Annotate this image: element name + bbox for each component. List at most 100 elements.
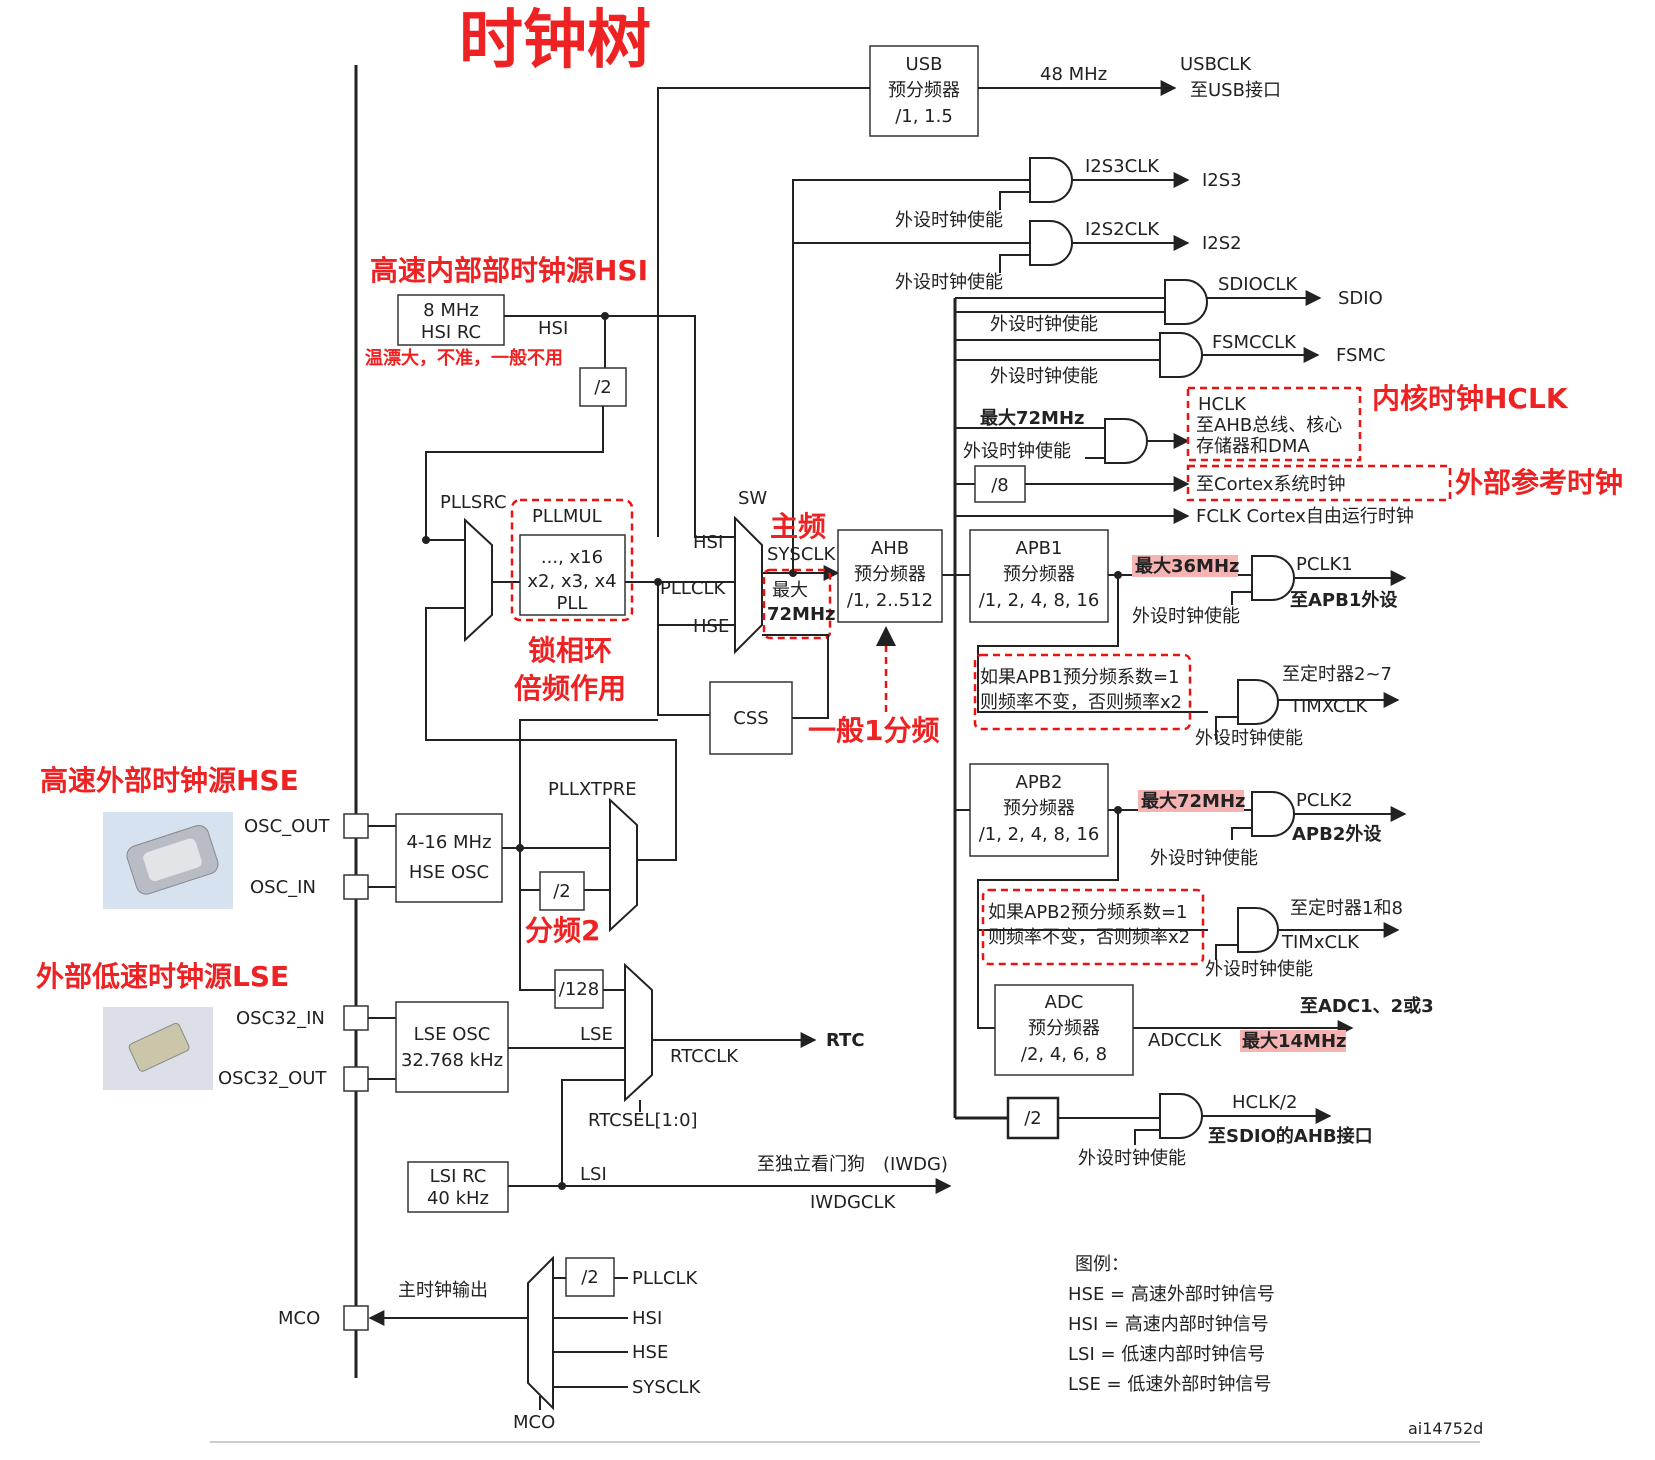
hclk-title: HCLK: [1198, 394, 1247, 415]
osc32-in-label: OSC32_IN: [236, 1008, 325, 1029]
hclk-line2: 存储器和DMA: [1196, 436, 1310, 457]
svg-text:预分频器: 预分频器: [1003, 564, 1075, 585]
css-sysclk-wire: [762, 634, 829, 719]
apb2-cond2: 则频率不变，否则频率x2: [988, 927, 1190, 948]
apb2-tim-enable-label: 外设时钟使能: [1205, 959, 1313, 980]
sysclk-dash-box: [762, 568, 832, 640]
mco-in4-label: SYSCLK: [632, 1377, 701, 1398]
mco-label: 主时钟输出: [398, 1280, 488, 1301]
lse-wire-label: LSE: [580, 1024, 613, 1045]
osc-in-pin: [343, 874, 369, 900]
svg-text:LSI RC: LSI RC: [430, 1166, 487, 1187]
ahb-note: 一般1分频: [808, 714, 939, 747]
svg-text:ADC: ADC: [1045, 992, 1084, 1013]
hsi-note: 高速内部部时钟源HSI: [370, 254, 648, 287]
hsi-div2-out: [425, 406, 604, 541]
hse-osc-box: 4-16 MHz HSE OSC: [395, 813, 503, 903]
svg-text:40 kHz: 40 kHz: [427, 1188, 489, 1209]
usb-dest-label: 至USB接口: [1190, 80, 1281, 101]
hclk-line1: 至AHB总线、核心: [1196, 415, 1342, 436]
pllsrc-mux: [464, 517, 493, 643]
svg-text:/1, 2, 4, 8, 16: /1, 2, 4, 8, 16: [979, 824, 1100, 845]
svg-text:x2, x3, x4: x2, x3, x4: [527, 571, 616, 592]
apb2-max-highlight: [1138, 790, 1244, 812]
fsmc-gate: [955, 332, 1203, 378]
sysclk-max1: 最大: [772, 580, 808, 601]
sdio-gate: [955, 279, 1208, 325]
osc-out-pin: [343, 813, 369, 839]
cortex-dash-box: [1186, 464, 1452, 502]
apb2-prescaler: APB2 预分频器 /1, 2, 4, 8, 16: [969, 763, 1109, 857]
apb2-cond1: 如果APB2预分频系数=1: [988, 902, 1188, 923]
apb2-dest-label: APB2外设: [1292, 823, 1381, 845]
apb1-tim-enable-label: 外设时钟使能: [1195, 728, 1303, 749]
usb-feed-wire: [657, 87, 870, 537]
sdio-label: SDIO: [1338, 288, 1383, 309]
hclk2-div-box: /2: [1006, 1096, 1060, 1140]
svg-text:HSE OSC: HSE OSC: [409, 862, 489, 883]
div128-box: /128: [554, 969, 604, 1009]
usbclk-label: USBCLK: [1180, 54, 1252, 75]
svg-text:/2: /2: [1024, 1108, 1042, 1129]
iwdgclk-label: IWDGCLK: [810, 1192, 897, 1213]
apb1-tim-wire: [977, 575, 1208, 713]
pll-note2: 倍频作用: [514, 672, 626, 705]
hsi-div2-box: /2: [579, 367, 627, 407]
svg-text:预分频器: 预分频器: [854, 564, 926, 585]
svg-text:32.768 kHz: 32.768 kHz: [401, 1050, 503, 1071]
fsmc-enable-label: 外设时钟使能: [990, 366, 1098, 387]
svg-text:APB2: APB2: [1016, 772, 1063, 793]
apb2-max-label: 最大72MHz: [1141, 790, 1246, 812]
svg-text:预分频器: 预分频器: [1028, 1018, 1100, 1039]
svg-text:4-16 MHz: 4-16 MHz: [406, 832, 491, 853]
pllclk-css-wire: [657, 582, 710, 716]
pllmul-label: PLLMUL: [532, 506, 602, 527]
svg-text:USB: USB: [906, 54, 943, 75]
i2s2-label: I2S2: [1202, 233, 1242, 254]
fclk-label: FCLK Cortex自由运行时钟: [1196, 506, 1414, 527]
svg-text:AHB: AHB: [871, 538, 909, 559]
hclk2-enable-label: 外设时钟使能: [1078, 1148, 1186, 1169]
hse-div2-feed: [519, 848, 540, 891]
svg-text:/8: /8: [991, 475, 1009, 496]
adc-max-label: 最大14MHz: [1242, 1030, 1347, 1052]
sw-hse-label: HSE: [693, 616, 729, 637]
fsmcclk-label: FSMCCLK: [1212, 332, 1297, 353]
pll-box: ..., x16 x2, x3, x4 PLL: [519, 534, 626, 616]
adc-feed-wire: [977, 930, 995, 1029]
apb1-gate: [1231, 555, 1295, 605]
legend-hse: HSE = 高速外部时钟信号: [1068, 1284, 1275, 1305]
svg-text:预分频器: 预分频器: [888, 80, 960, 101]
pllsrc-junction: [422, 536, 430, 544]
sw-hsi-label: HSI: [693, 532, 723, 553]
ahb-prescaler: AHB 预分频器 /1, 2..512: [837, 529, 943, 623]
sw-main-note: 主频: [770, 510, 826, 543]
apb1-enable-label: 外设时钟使能: [1132, 606, 1240, 627]
svg-text:/2: /2: [553, 881, 571, 902]
mco-in3-label: HSE: [632, 1342, 668, 1363]
apb1-max-highlight: [1132, 555, 1238, 577]
page-title: 时钟树: [459, 4, 651, 78]
hclk-enable-label: 外设时钟使能: [963, 441, 1071, 462]
apb1-cond2: 则频率不变，否则频率x2: [980, 692, 1182, 713]
css-box: CSS: [709, 681, 793, 755]
usb-prescaler: USB 预分频器 /1, 1.5: [869, 45, 979, 137]
i2s2clk-label: I2S2CLK: [1085, 219, 1160, 240]
sysclk-max2: 72MHz: [767, 604, 836, 625]
adcclk-label: ADCCLK: [1148, 1030, 1222, 1051]
sw-mux: [734, 515, 763, 655]
svg-text:/128: /128: [559, 979, 599, 1000]
hclk-max-label: 最大72MHz: [980, 407, 1085, 429]
hclk-gate: [1085, 418, 1148, 464]
osc32-out-pin: [343, 1066, 369, 1092]
hse-crystal-photo: [103, 812, 233, 909]
sysclk-label: SYSCLK: [767, 544, 836, 565]
apb2-tim-wire: [977, 810, 1208, 931]
pllsrc-label: PLLSRC: [440, 492, 507, 513]
i2s3-enable-label: 外设时钟使能: [895, 210, 1003, 231]
i2s3-gate: [999, 157, 1073, 210]
sw-pllclk-label: PLLCLK: [660, 578, 727, 599]
iwdg-dest-label: 至独立看门狗 (IWDG): [757, 1154, 948, 1175]
lsi-rc-box: LSI RC 40 kHz: [407, 1161, 509, 1213]
